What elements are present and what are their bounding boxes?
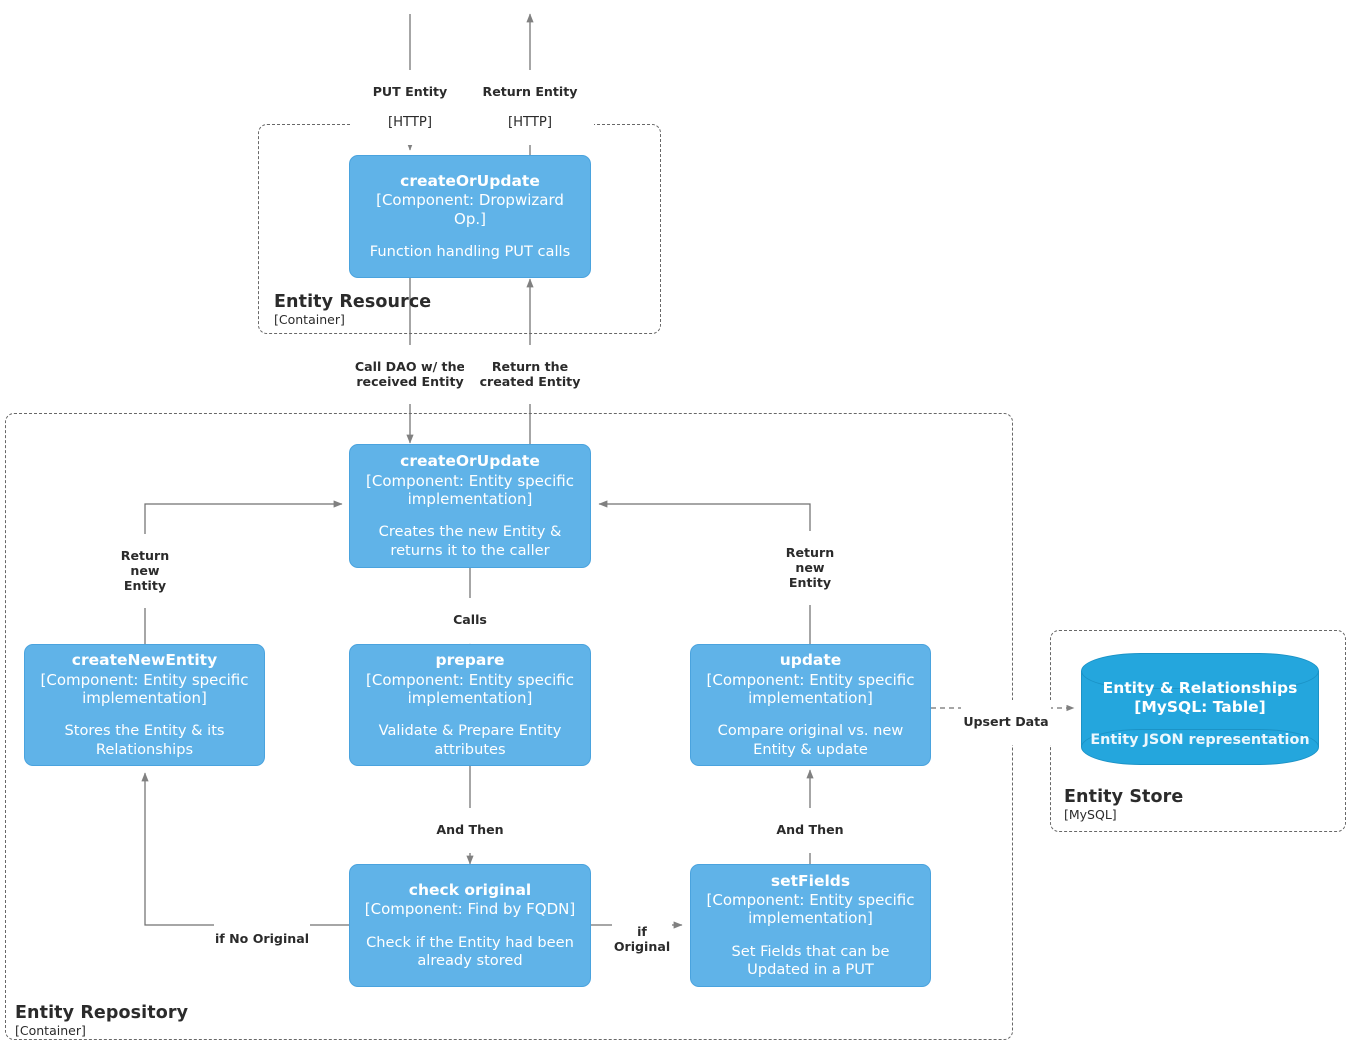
edge-label-text: And Then (776, 821, 844, 837)
component-tech: [Component: Entity specific implementati… (706, 891, 915, 928)
component-desc: Function handling PUT calls (369, 243, 571, 261)
component-name: createOrUpdate (400, 172, 540, 191)
component-desc: Creates the new Entity & returns it to t… (378, 523, 562, 559)
edge-label-text: Calls (453, 611, 487, 627)
edge-label-text: PUT Entity (372, 83, 448, 99)
component-check-original[interactable]: check original [Component: Find by FQDN]… (349, 864, 591, 987)
cylinder-top-shape (1081, 653, 1319, 689)
edge-label-text: Return new Entity (785, 544, 835, 590)
boundary-label-entity-repository: Entity Repository [Container] (15, 1003, 189, 1038)
edge-label-text: And Then (436, 821, 504, 837)
boundary-name-entity-store: Entity Store (1064, 787, 1184, 807)
edge-label-text: if No Original (214, 930, 310, 946)
component-set-fields[interactable]: setFields [Component: Entity specific im… (690, 864, 931, 987)
component-name: check original (408, 881, 532, 900)
edge-label-upsert-data: Upsert Data (961, 700, 1051, 745)
component-prepare[interactable]: prepare [Component: Entity specific impl… (349, 644, 591, 766)
component-name: createOrUpdate (400, 452, 540, 471)
edge-label-text: Return Entity (482, 83, 578, 99)
edge-label-text: Call DAO w/ the received Entity (354, 358, 466, 389)
boundary-type-entity-resource: [Container] (274, 311, 345, 327)
edge-label-tech: [HTTP] (387, 114, 433, 130)
edge-label-tech: [HTTP] (507, 114, 553, 130)
edge-label-return-created: Return the created Entity (464, 345, 596, 405)
edge-label-if-original: if Original (612, 910, 672, 970)
database-tech: [MySQL: Table] (1134, 698, 1266, 716)
component-desc: Set Fields that can be Updated in a PUT (731, 942, 890, 979)
database-text: Entity & Relationships [MySQL: Table] En… (1081, 669, 1319, 750)
component-repo-create-or-update[interactable]: createOrUpdate [Component: Entity specif… (349, 444, 591, 568)
edge-label-and-then-left: And Then (428, 808, 512, 853)
component-desc: Validate & Prepare Entity attributes (378, 722, 562, 758)
component-name: createNewEntity (71, 651, 218, 670)
component-name: setFields (770, 871, 851, 890)
boundary-type-entity-store: [MySQL] (1064, 806, 1117, 822)
edge-label-text: Return new Entity (120, 547, 170, 593)
edge-label-text: if Original (613, 923, 671, 954)
boundary-type-entity-repository: [Container] (15, 1022, 86, 1038)
edge-label-return-new-right: Return new Entity (773, 531, 847, 606)
component-name: update (779, 651, 842, 670)
boundary-label-entity-resource: Entity Resource [Container] (274, 292, 432, 327)
edge-label-calls: Calls (441, 598, 499, 643)
boundary-name-entity-resource: Entity Resource (274, 292, 432, 312)
database-entity-relationships[interactable]: Entity & Relationships [MySQL: Table] En… (1081, 653, 1319, 765)
component-tech: [Component: Find by FQDN] (364, 900, 576, 919)
edge-label-and-then-right: And Then (768, 808, 852, 853)
component-tech: [Component: Dropwizard Op.] (376, 191, 564, 228)
edge-label-text: Upsert Data (963, 713, 1049, 729)
component-name: prepare (435, 651, 505, 670)
database-name: Entity & Relationships (1102, 678, 1298, 697)
component-desc: Stores the Entity & its Relationships (64, 722, 225, 758)
edge-label-call-dao: Call DAO w/ the received Entity (345, 345, 475, 405)
edge-label-return-entity: Return Entity [HTTP] (466, 70, 594, 146)
component-tech: [Component: Entity specific implementati… (40, 670, 249, 707)
edge-label-put-entity: PUT Entity [HTTP] (352, 70, 468, 146)
component-update[interactable]: update [Component: Entity specific imple… (690, 644, 931, 766)
component-desc: Check if the Entity had been already sto… (366, 933, 574, 970)
edge-label-if-no-original: if No Original (214, 917, 310, 962)
component-resource-create-or-update[interactable]: createOrUpdate [Component: Dropwizard Op… (349, 155, 591, 278)
database-desc: Entity JSON representation (1090, 732, 1310, 749)
cylinder-bottom-shape (1081, 729, 1319, 765)
component-create-new-entity[interactable]: createNewEntity [Component: Entity speci… (24, 644, 265, 766)
boundary-name-entity-repository: Entity Repository (15, 1003, 189, 1023)
boundary-label-entity-store: Entity Store [MySQL] (1064, 787, 1184, 822)
edge-label-text: Return the created Entity (479, 358, 581, 389)
component-tech: [Component: Entity specific implementati… (706, 670, 915, 707)
component-tech: [Component: Entity specific implementati… (366, 670, 574, 707)
edge-label-return-new-left: Return new Entity (108, 534, 182, 609)
component-desc: Compare original vs. new Entity & update (717, 722, 904, 758)
component-tech: [Component: Entity specific implementati… (366, 471, 574, 508)
